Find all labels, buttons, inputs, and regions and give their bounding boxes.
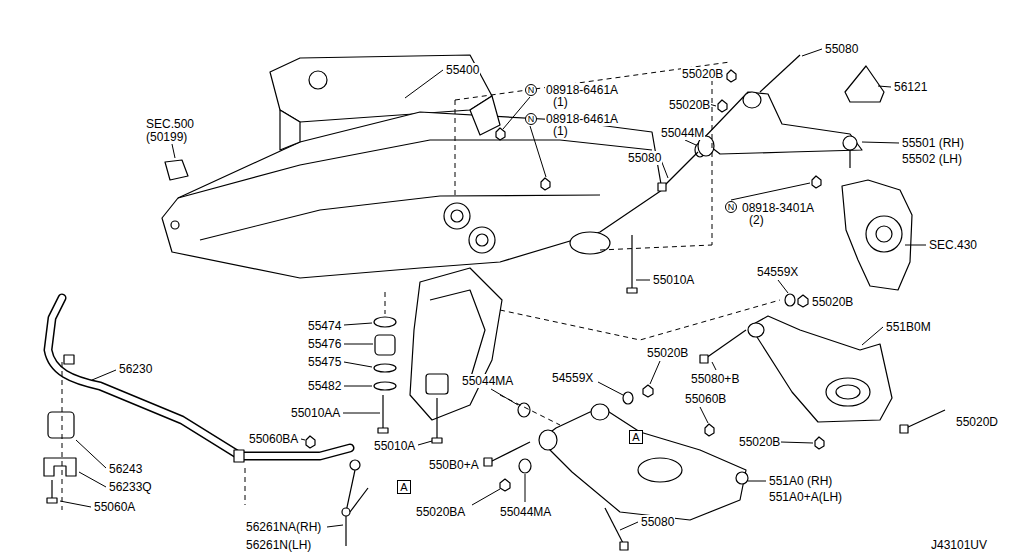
callout-number: 551A0 (RH) — [768, 474, 833, 488]
callout-number: 55044M — [660, 126, 705, 140]
callout-number: 55476 — [307, 337, 342, 351]
callout-number: 551A0+A(LH) — [768, 490, 843, 504]
callout-number: 54559X — [756, 265, 799, 279]
callout-number: 55080 — [640, 515, 675, 529]
node-text: N — [528, 86, 535, 95]
callout-number: 55080 — [627, 151, 662, 165]
note-circle: N — [525, 84, 537, 96]
callout-number: 55060BA — [248, 432, 299, 446]
callout-number: SEC.430 — [928, 238, 978, 252]
node-text: N — [728, 203, 735, 212]
callout-number: 55475 — [307, 355, 342, 369]
callout-number: 551B0M — [885, 320, 932, 334]
callout-number: 56230 — [118, 362, 153, 376]
note-circle: N — [525, 113, 537, 125]
node-text: N — [528, 115, 535, 124]
callout-number: 56261NA(RH) — [245, 520, 322, 534]
callout-number: 55080+B — [690, 372, 740, 386]
callout-number: 55020B — [668, 98, 711, 112]
callout-number: 55501 (RH) — [901, 136, 965, 150]
callout-number: 55474 — [307, 319, 342, 333]
callout-number: (2) — [748, 213, 765, 227]
callout-number: 55080 — [824, 42, 859, 56]
callout-number: 55060A — [93, 500, 136, 514]
callout-number: 55044MA — [461, 374, 514, 388]
callout-number: J43101UV — [930, 538, 988, 552]
callout-number: 55482 — [307, 379, 342, 393]
callout-number: SEC.500 — [145, 117, 195, 131]
callout-number: 55020B — [738, 435, 781, 449]
callout-number: (50199) — [145, 130, 188, 144]
callout-number: 55020BA — [415, 505, 466, 519]
callout-number: 55400 — [445, 63, 480, 77]
callout-number: 54559X — [551, 371, 594, 385]
callout-number: 55010A — [373, 439, 416, 453]
note-circle: N — [725, 201, 737, 213]
reference-box: A — [629, 430, 643, 444]
callout-number: (1) — [552, 124, 569, 138]
callout-number: 55010AA — [290, 406, 341, 420]
callout-number: (1) — [552, 95, 569, 109]
callout-number: 550B0+A — [428, 458, 480, 472]
callout-number: 56261N(LH) — [245, 538, 312, 552]
callout-number: 55010A — [652, 273, 695, 287]
callout-number: 55044MA — [499, 505, 552, 519]
node-text: A — [632, 432, 639, 443]
callout-number: 56233Q — [108, 480, 153, 494]
callout-number: 55502 (LH) — [901, 152, 963, 166]
callout-number: 55020B — [681, 67, 724, 81]
reference-box: A — [397, 480, 411, 494]
callout-number: 55060B — [684, 392, 727, 406]
callout-number: 55020B — [811, 295, 854, 309]
callout-number: 56243 — [108, 462, 143, 476]
callout-number: 55020D — [955, 415, 999, 429]
callout-number: 55020B — [646, 346, 689, 360]
callout-number: 56121 — [893, 80, 928, 94]
node-text: A — [400, 482, 407, 493]
